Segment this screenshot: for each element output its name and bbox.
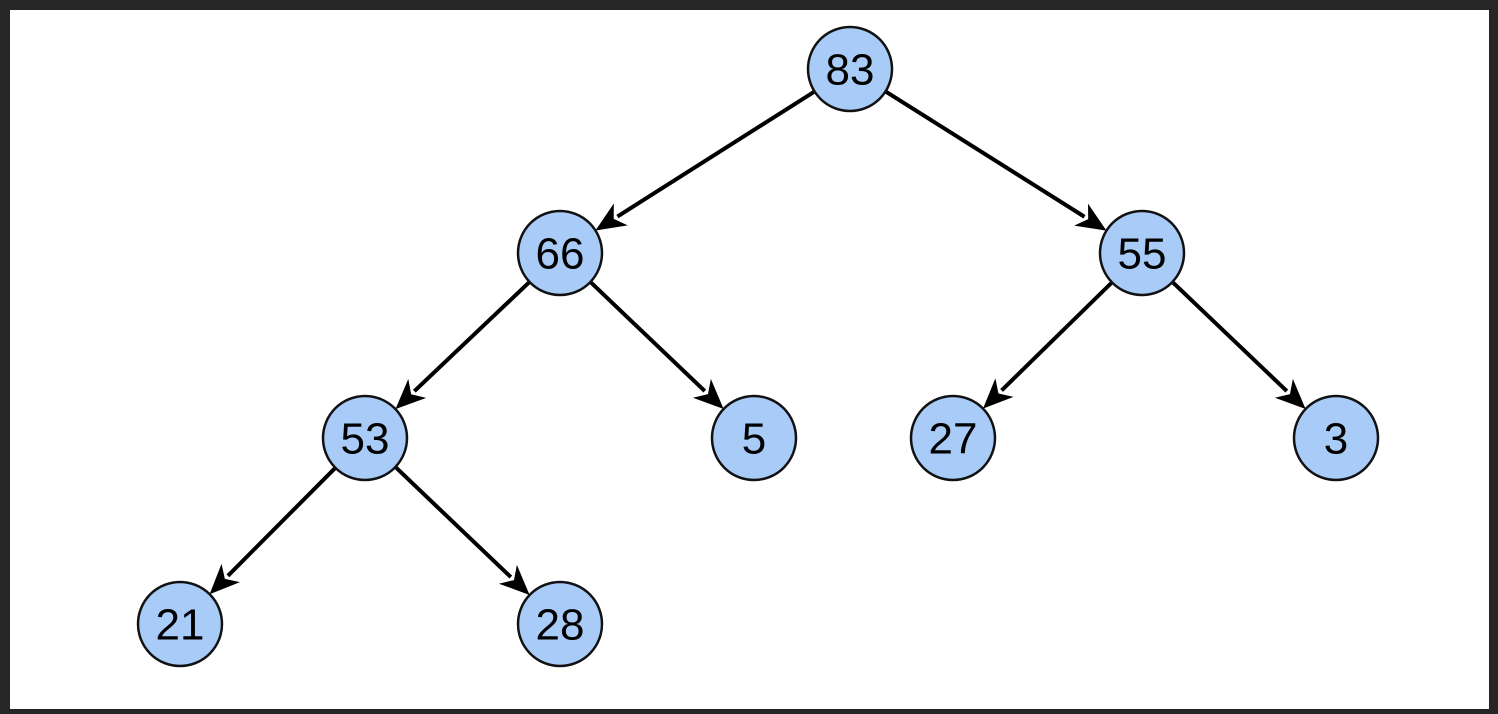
edge-n83-n66 [595,89,816,231]
arrowhead-icon [209,563,240,595]
arrowhead-icon [595,203,628,231]
edge-line [1000,280,1114,392]
node-circle [516,580,604,668]
node-label: 3 [1324,415,1348,464]
arrowhead-icon [1074,203,1107,231]
tree-node-21: 21 [136,580,224,668]
node-label: 83 [826,46,875,95]
tree-node-53: 53 [321,394,409,482]
tree-node-55: 55 [1098,209,1186,297]
node-label: 21 [156,601,205,650]
edge-n53-n21 [209,466,337,595]
edge-n66-n5 [589,280,724,410]
edge-n55-n27 [983,280,1114,409]
node-circle [806,25,894,113]
arrowhead-icon [498,564,530,596]
node-circle [516,209,604,297]
arrowhead-icon [1274,378,1306,410]
node-label: 55 [1118,230,1167,279]
edge-line [226,466,337,578]
node-circle [710,394,798,482]
arrowhead-icon [983,378,1014,409]
edges-layer [209,89,1306,596]
edge-n83-n55 [884,89,1107,231]
edge-n55-n3 [1171,280,1306,410]
node-circle [909,394,997,482]
node-circle [1098,209,1186,297]
tree-node-83: 83 [806,25,894,113]
edge-line [616,89,816,219]
edge-line [1171,280,1289,393]
edge-line [884,89,1086,219]
node-circle [136,580,224,668]
arrowhead-icon [395,379,427,410]
node-circle [1292,394,1380,482]
edge-line [412,280,531,393]
tree-node-28: 28 [516,580,604,668]
arrowhead-icon [692,378,724,410]
diagram-canvas [10,10,1489,709]
tree-node-3: 3 [1292,394,1380,482]
node-label: 28 [536,601,585,650]
node-label: 66 [536,230,585,279]
tree-node-66: 66 [516,209,604,297]
edge-line [394,465,513,579]
tree-node-5: 5 [710,394,798,482]
edge-n66-n53 [395,280,531,410]
node-circle [321,394,409,482]
node-label: 5 [742,415,766,464]
tree-node-27: 27 [909,394,997,482]
edge-n53-n28 [394,465,530,596]
nodes-layer: 83 66 55 53 5 27 3 21 28 [136,25,1380,668]
edge-line [589,280,707,393]
node-label: 27 [929,415,978,464]
node-label: 53 [341,415,390,464]
